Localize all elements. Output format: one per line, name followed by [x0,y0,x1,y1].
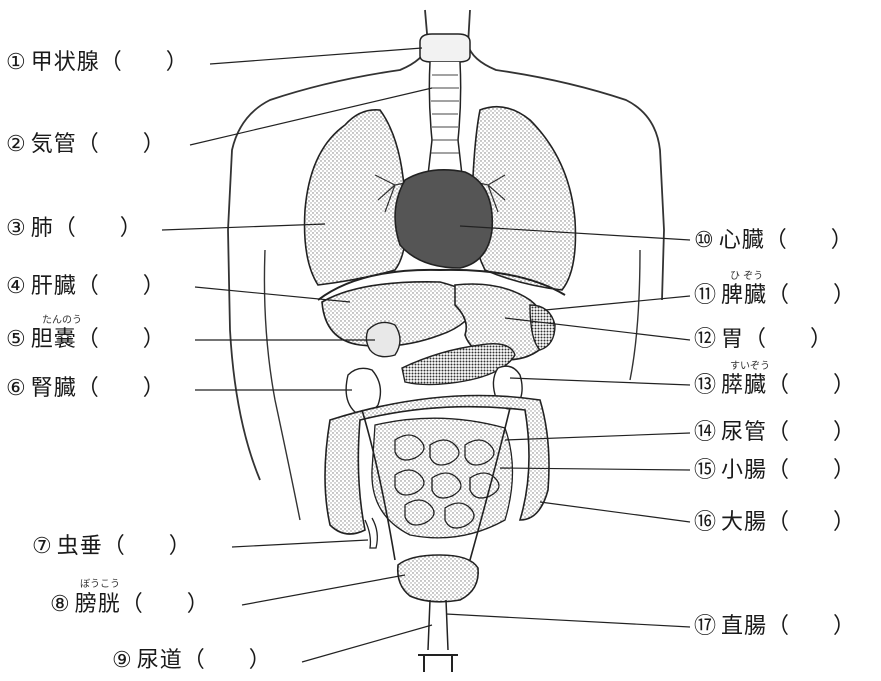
answer-blank[interactable]: （ ） [121,592,209,617]
label-number: ② [6,132,27,157]
ruby-gallbladder: たんのう [42,316,82,326]
label-name: 直腸 [721,614,767,639]
thyroid [420,34,470,62]
answer-blank[interactable]: （ ） [767,283,855,308]
label-number: ⑮ [694,458,717,483]
answer-blank[interactable]: （ ） [767,420,855,445]
label-name: 膀胱 [75,592,121,617]
label-name: 胃 [721,327,744,352]
trachea [428,62,462,175]
appendix [365,518,377,548]
ruby-pancreas: すいぞう [730,362,770,372]
answer-blank[interactable]: （ ） [767,458,855,483]
label-name: 肺 [31,216,54,241]
answer-blank[interactable]: （ ） [100,50,188,75]
heart [395,170,492,268]
label-number: ③ [6,216,27,241]
label-name: 尿道 [137,648,183,673]
label-number: ⑰ [694,614,717,639]
label-number: ④ [6,274,27,299]
answer-blank[interactable]: （ ） [765,228,853,253]
answer-blank[interactable]: （ ） [77,327,165,352]
label-name: 小腸 [721,458,767,483]
label-number: ⑭ [694,420,717,445]
answer-blank[interactable]: （ ） [744,327,832,352]
answer-blank[interactable]: （ ） [77,274,165,299]
label-number: ⑫ [694,327,717,352]
ruby-bladder: ぼうこう [80,580,120,590]
label-number: ⑦ [32,534,53,559]
label-number: ① [6,50,27,75]
answer-blank[interactable]: （ ） [767,373,855,398]
bladder [398,555,478,602]
label-name: 膵臓 [721,373,767,398]
label-name: 大腸 [721,510,767,535]
label-name: 心臓 [719,228,765,253]
label-number: ⑥ [6,376,27,401]
label-name: 胆嚢 [31,327,77,352]
answer-blank[interactable]: （ ） [77,132,165,157]
answer-blank[interactable]: （ ） [54,216,142,241]
answer-blank[interactable]: （ ） [103,534,191,559]
ruby-spleen: ひ ぞう [730,272,763,282]
label-name: 脾臓 [721,283,767,308]
label-name: 気管 [31,132,77,157]
label-number: ⑨ [112,648,133,673]
label-number: ⑧ [50,592,71,617]
label-number: ⑪ [694,283,717,308]
label-number: ⑤ [6,327,27,352]
answer-blank[interactable]: （ ） [77,376,165,401]
label-number: ⑯ [694,510,717,535]
label-number: ⑩ [694,228,715,253]
label-name: 肝臓 [31,274,77,299]
answer-blank[interactable]: （ ） [183,648,271,673]
label-name: 腎臓 [31,376,77,401]
label-name: 尿管 [721,420,767,445]
label-name: 甲状腺 [31,50,100,75]
label-name: 虫垂 [57,534,103,559]
label-number: ⑬ [694,373,717,398]
answer-blank[interactable]: （ ） [767,614,855,639]
answer-blank[interactable]: （ ） [767,510,855,535]
